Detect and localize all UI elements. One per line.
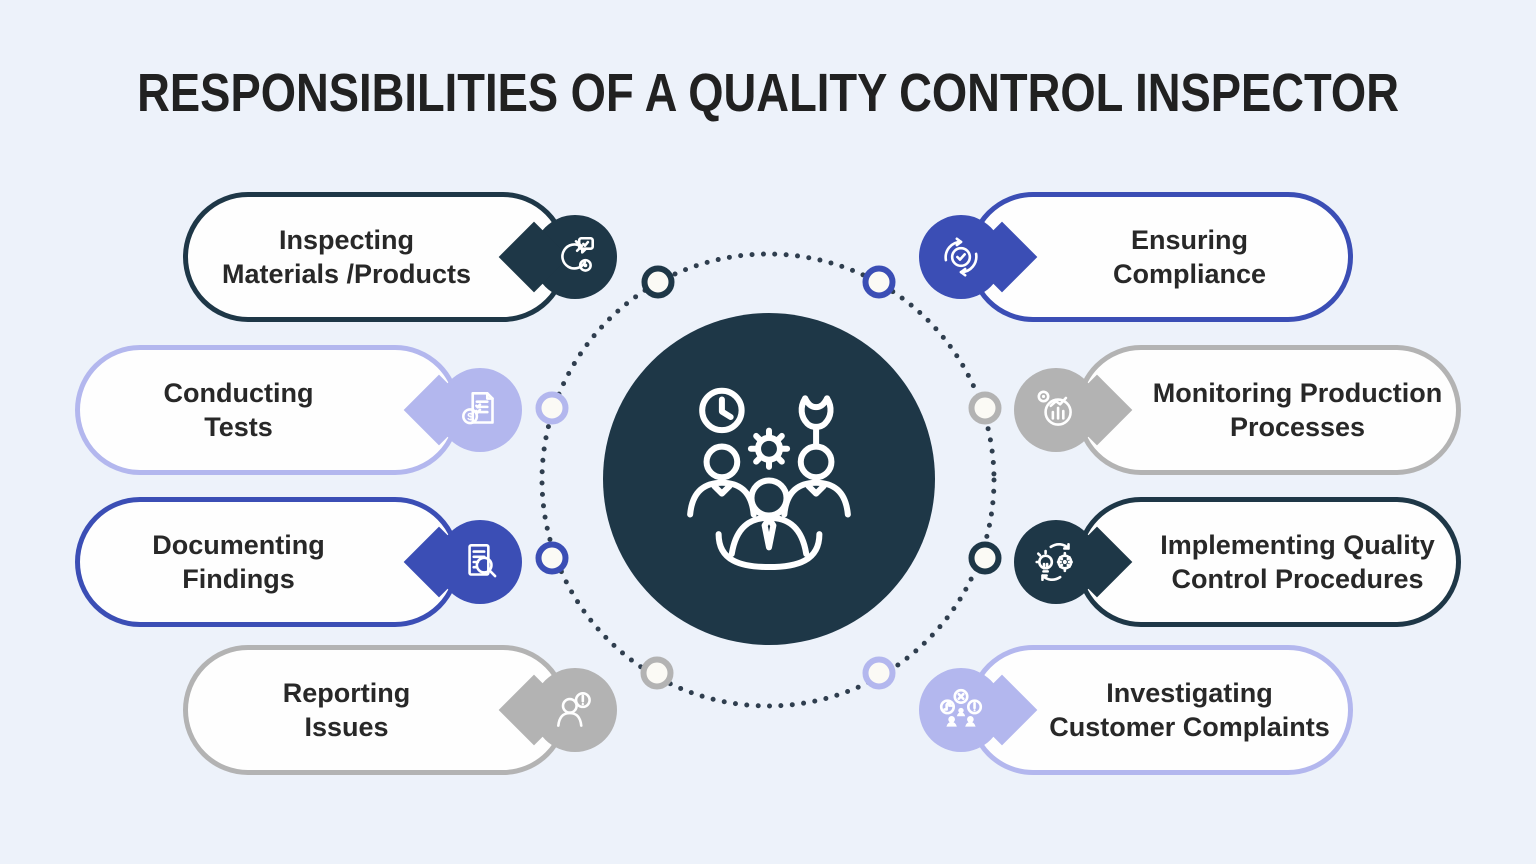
badge-reporting bbox=[533, 668, 617, 752]
badge-documenting bbox=[438, 520, 522, 604]
ring-node-left-lower bbox=[535, 541, 569, 575]
pill-label: Findings bbox=[182, 564, 295, 594]
process-gear-chat-icon bbox=[561, 236, 595, 272]
badge-inspecting bbox=[533, 215, 617, 299]
pill-label: Customer Complaints bbox=[1049, 712, 1330, 742]
badge-monitoring bbox=[1014, 368, 1098, 452]
badge-conducting: $ bbox=[438, 368, 522, 452]
pill-label: Conducting bbox=[163, 378, 314, 408]
ring-node-left-upper bbox=[535, 391, 569, 425]
pill-label: Monitoring Production bbox=[1152, 378, 1443, 408]
ring-node-bottom-right bbox=[862, 656, 896, 690]
pill-label: Inspecting bbox=[278, 225, 414, 255]
dotted-ring-circle bbox=[539, 251, 997, 709]
ring-node-right-lower bbox=[968, 541, 1002, 575]
pill-conducting-tests: Conducting Tests bbox=[75, 345, 460, 475]
ring-node-top-left bbox=[641, 265, 675, 299]
pill-label: Ensuring bbox=[1130, 225, 1248, 255]
bulb-gear-cycle-icon bbox=[1035, 542, 1073, 582]
feedback-complaint-icon bbox=[939, 688, 983, 727]
center-circle bbox=[603, 313, 935, 645]
pill-label: Reporting bbox=[282, 678, 411, 708]
badge-compliance bbox=[919, 215, 1003, 299]
pill-label: Control Procedures bbox=[1171, 564, 1424, 594]
pill-inspecting-materials: Inspecting Materials /Products bbox=[183, 192, 568, 322]
pill-documenting-findings: Documenting Findings bbox=[75, 497, 460, 627]
badge-investigating bbox=[919, 668, 1003, 752]
pill-investigating-complaints: Investigating Customer Complaints bbox=[968, 645, 1353, 775]
badge-implementing bbox=[1014, 520, 1098, 604]
pill-label: Materials /Products bbox=[221, 259, 472, 289]
pill-label: Tests bbox=[204, 412, 273, 442]
pill-monitoring-production: Monitoring Production Processes bbox=[1076, 345, 1461, 475]
svg-text:$: $ bbox=[467, 412, 473, 423]
chart-gear-icon bbox=[1037, 390, 1072, 426]
pill-label: Implementing Quality bbox=[1160, 530, 1435, 560]
pill-label: Processes bbox=[1229, 412, 1366, 442]
pill-label: Compliance bbox=[1112, 259, 1267, 289]
pill-implementing-quality-control: Implementing Quality Control Procedures bbox=[1076, 497, 1461, 627]
ring-node-right-upper bbox=[968, 391, 1002, 425]
test-report-dollar-icon: $ bbox=[462, 392, 494, 425]
badge-check-sync-icon bbox=[944, 237, 978, 277]
pill-label: Investigating bbox=[1106, 678, 1273, 708]
ring-node-top-right bbox=[862, 265, 896, 299]
team-clock-wrench-gear-icon bbox=[687, 387, 851, 571]
pill-label: Documenting bbox=[152, 530, 325, 560]
page-title: RESPONSIBILITIES OF A QUALITY CONTROL IN… bbox=[137, 63, 1399, 123]
ring-node-bottom-left bbox=[640, 656, 674, 690]
document-magnifier-icon bbox=[468, 544, 497, 578]
person-alert-icon bbox=[557, 692, 591, 727]
pill-reporting-issues: Reporting Issues bbox=[183, 645, 568, 775]
pill-label: Issues bbox=[304, 712, 389, 742]
